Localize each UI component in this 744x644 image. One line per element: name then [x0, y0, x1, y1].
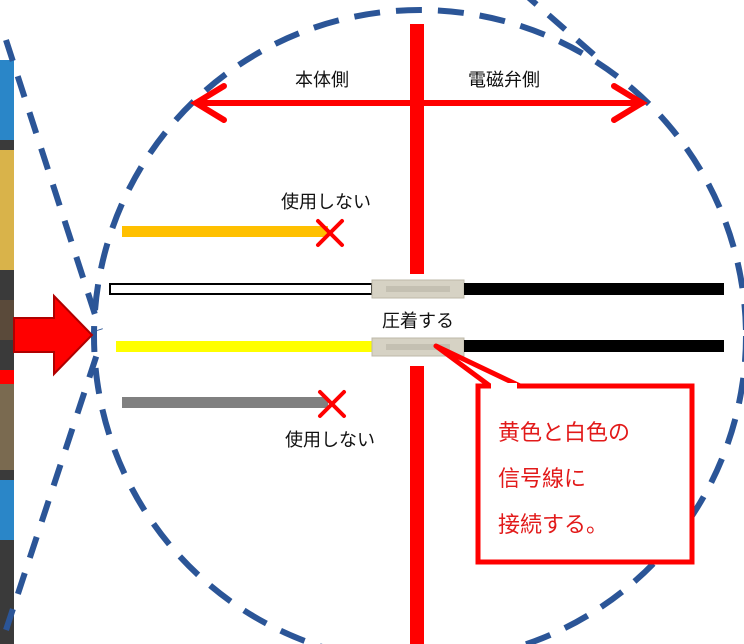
unused-label-bottom: 使用しない [285, 430, 375, 451]
valve-side-label: 電磁弁側 [468, 70, 540, 91]
white-wire-row [109, 279, 724, 299]
callout-line-1: 黄色と白色の [498, 421, 630, 446]
callout-box [475, 383, 695, 565]
center-divider [410, 24, 424, 644]
magnifier-lines [3, 0, 602, 631]
callout: 黄色と白色の 信号線に 接続する。 [433, 343, 695, 565]
callout-line-3: 接続する。 [498, 513, 608, 538]
orange-wire [122, 226, 328, 237]
cross-icon [318, 390, 346, 418]
callout-line-2: 信号線に [498, 467, 586, 492]
body-side-label: 本体側 [295, 70, 349, 91]
photo-strip [0, 60, 14, 644]
cross-icon [316, 219, 344, 247]
double-arrow-icon [190, 83, 648, 123]
unused-label-top: 使用しない [281, 192, 371, 213]
crimp-label: 圧着する [382, 311, 454, 332]
yellow-wire-row [116, 337, 724, 357]
right-arrow-icon [13, 293, 94, 377]
magnifier-circle [91, 7, 744, 644]
gray-wire [122, 397, 328, 408]
